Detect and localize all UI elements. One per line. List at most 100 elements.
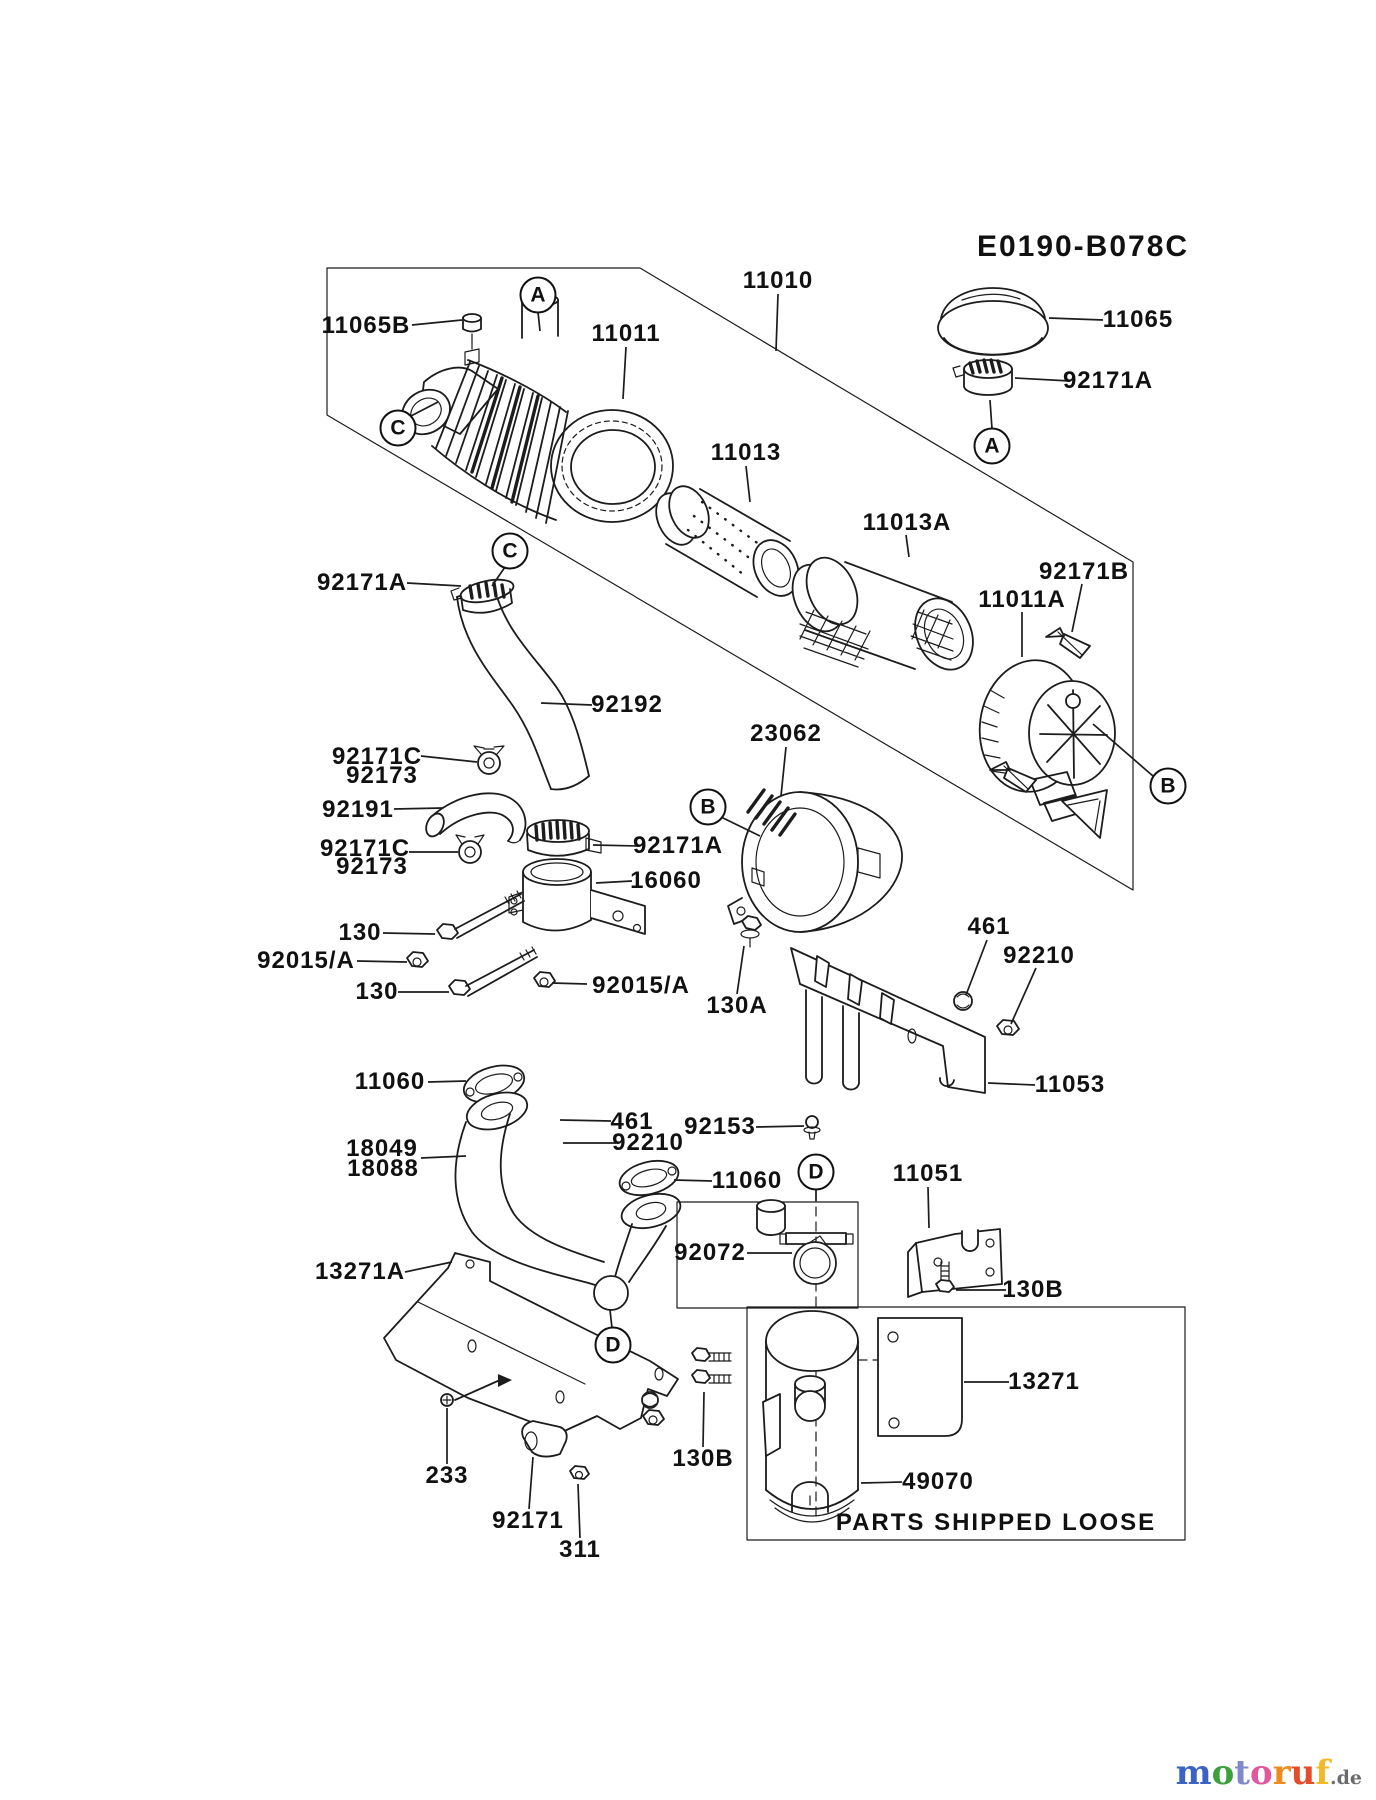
- leader-line: [540, 702, 593, 706]
- leader-line: [1014, 377, 1071, 382]
- leader-line: [720, 816, 761, 837]
- leader-line: [622, 346, 627, 400]
- part-number-label: 92171A: [316, 569, 408, 596]
- part-number-label: 92015/A: [257, 947, 355, 974]
- part-number-label: 11011: [591, 320, 661, 347]
- gaskets-and-flanges-drawing: [462, 1064, 682, 1230]
- callout-c: C: [491, 532, 529, 570]
- part-number-label: 92173: [336, 853, 408, 880]
- part-number-label: 92191: [322, 796, 394, 823]
- part-number-label: 233: [425, 1462, 469, 1489]
- leader-line: [736, 945, 745, 995]
- leader-line: [559, 1119, 612, 1122]
- muffler-mounts-drawing: [691, 1199, 1003, 1384]
- mounting-bolts-drawing: [406, 890, 556, 997]
- watermark-letter: o: [1250, 1753, 1273, 1793]
- diagram-code: E0190-B078C: [976, 230, 1190, 263]
- leader-line: [780, 746, 787, 797]
- part-number-label: 11060: [354, 1068, 426, 1095]
- small-hardware-right-drawing: [803, 991, 1020, 1140]
- part-number-label: 13271A: [314, 1258, 406, 1285]
- callout-b: B: [689, 788, 727, 826]
- part-number-label: 11013: [710, 439, 782, 466]
- part-number-label: 311: [559, 1536, 601, 1563]
- part-number-label: 92192: [591, 691, 663, 718]
- part-number-label: 92171B: [1038, 558, 1130, 585]
- part-number-label: 92210: [1003, 942, 1075, 969]
- air-duct-drawing: [456, 584, 590, 791]
- leader-line: [1010, 967, 1037, 1025]
- part-number-label: 11053: [1034, 1071, 1106, 1098]
- watermark-letter: o: [1211, 1753, 1235, 1793]
- leader-lines-layer: [356, 293, 1154, 1539]
- part-number-label: 130B: [672, 1445, 734, 1472]
- leader-line: [965, 939, 988, 996]
- leader-line: [420, 755, 478, 763]
- bracket-13271a-drawing: [383, 1252, 679, 1480]
- leader-line: [592, 844, 639, 847]
- callout-a: A: [973, 427, 1011, 465]
- air-cleaner-body-drawing: [401, 293, 674, 524]
- leader-line: [702, 1391, 705, 1448]
- leader-line: [393, 807, 444, 810]
- muffler-drawing: [762, 1310, 963, 1523]
- leader-line: [404, 1261, 453, 1273]
- part-number-label: 92210: [612, 1129, 684, 1156]
- leader-line: [609, 1309, 613, 1329]
- element-holder-drawing: [727, 788, 903, 933]
- watermark-letter: u: [1290, 1753, 1316, 1793]
- leader-line: [537, 311, 541, 332]
- watermark-letter: f: [1315, 1753, 1330, 1793]
- watermark-letter: r: [1272, 1753, 1291, 1793]
- part-number-label: 92171C: [331, 743, 423, 770]
- part-number-label: 11011A: [978, 586, 1066, 613]
- leader-line: [427, 1080, 467, 1083]
- part-number-label: 49070: [902, 1468, 974, 1495]
- watermark-suffix: .de: [1330, 1767, 1362, 1789]
- part-number-label: 16060: [630, 867, 702, 894]
- leader-line: [528, 1456, 534, 1510]
- bracket-11053-drawing: [790, 947, 986, 1094]
- part-number-label: 92171: [492, 1507, 564, 1534]
- leader-line: [551, 982, 588, 985]
- filter-element-inner-drawing: [655, 485, 800, 598]
- part-number-label: 23062: [750, 720, 822, 747]
- part-number-label: 92173: [346, 762, 418, 789]
- leader-line: [927, 1186, 930, 1229]
- callout-d: D: [797, 1153, 835, 1191]
- callout-a: A: [519, 276, 557, 314]
- leader-line: [595, 880, 633, 884]
- air-cleaner-housing-drawing: [978, 627, 1116, 839]
- leader-line: [491, 566, 506, 587]
- leader-line: [1092, 723, 1154, 777]
- watermark-letter: m: [1175, 1753, 1212, 1793]
- leader-line: [411, 319, 463, 326]
- part-number-label: 92153: [684, 1113, 756, 1140]
- shipping-note: PARTS SHIPPED LOOSE: [835, 1509, 1157, 1536]
- leader-line: [420, 1155, 467, 1159]
- leader-line: [382, 932, 436, 935]
- part-number-label: 130: [338, 919, 382, 946]
- exhaust-pipe-drawing: [454, 1113, 667, 1311]
- leader-line: [987, 1082, 1036, 1086]
- clamp-band-duct-drawing: [450, 578, 515, 614]
- callout-d: D: [594, 1326, 632, 1364]
- assembly-boundary-outline: [326, 267, 1134, 891]
- part-number-label: 11013A: [862, 509, 952, 536]
- watermark-letter: t: [1234, 1753, 1251, 1793]
- leader-line: [775, 293, 779, 352]
- callout-b: B: [1149, 767, 1187, 805]
- breather-hose-and-clips-drawing: [425, 745, 527, 864]
- part-number-label: 11065B: [321, 312, 411, 339]
- callout-c: C: [379, 409, 417, 447]
- throttle-joint-drawing: [508, 819, 646, 935]
- filter-element-outer-drawing: [791, 556, 974, 671]
- part-number-label: 11051: [892, 1160, 964, 1187]
- part-number-label: 92171C: [319, 835, 411, 862]
- watermark-link[interactable]: motoruf.de: [1176, 1756, 1362, 1790]
- leader-line: [755, 1125, 805, 1128]
- leader-line: [905, 534, 910, 558]
- leader-line: [1071, 583, 1083, 633]
- leader-line: [673, 1179, 713, 1182]
